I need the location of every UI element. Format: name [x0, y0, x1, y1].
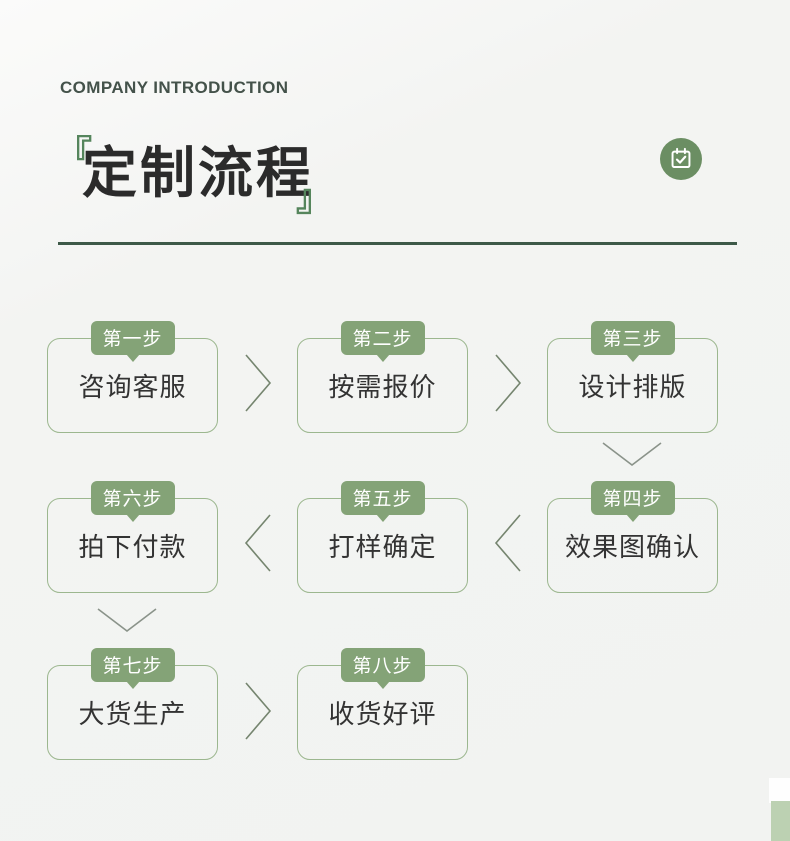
close-quote-mark: 』 — [296, 177, 333, 218]
step-box-8: 第八步 收货好评 — [297, 648, 468, 760]
step-label: 收货好评 — [297, 665, 468, 760]
calendar-check-icon — [660, 138, 702, 180]
page-title: 定制流程 — [82, 142, 315, 204]
chevron-right-icon — [243, 680, 273, 747]
step-badge: 第三步 — [590, 321, 675, 355]
chevron-left-icon — [493, 512, 523, 579]
step-label: 按需报价 — [297, 338, 468, 433]
chevron-down-icon — [95, 606, 159, 639]
section-eyebrow: COMPANY INTRODUCTION — [60, 78, 289, 97]
step-box-7: 第七步 大货生产 — [47, 648, 218, 760]
chevron-right-icon — [243, 352, 273, 419]
step-badge: 第五步 — [340, 481, 425, 515]
step-badge: 第六步 — [90, 481, 175, 515]
step-badge: 第一步 — [90, 321, 175, 355]
step-label: 打样确定 — [297, 498, 468, 593]
chevron-down-icon — [600, 440, 664, 473]
step-badge: 第七步 — [90, 648, 175, 682]
section-divider — [58, 242, 737, 245]
step-box-6: 第六步 拍下付款 — [47, 481, 218, 593]
chevron-right-icon — [493, 352, 523, 419]
step-box-5: 第五步 打样确定 — [297, 481, 468, 593]
next-section-gap — [769, 778, 790, 803]
chevron-left-icon — [243, 512, 273, 579]
step-box-2: 第二步 按需报价 — [297, 321, 468, 433]
step-badge: 第四步 — [590, 481, 675, 515]
step-badge: 第二步 — [340, 321, 425, 355]
step-box-4: 第四步 效果图确认 — [547, 481, 718, 593]
step-box-3: 第三步 设计排版 — [547, 321, 718, 433]
open-quote-mark: 『 — [56, 133, 93, 174]
next-section-edge — [771, 801, 790, 841]
step-badge: 第八步 — [340, 648, 425, 682]
step-box-1: 第一步 咨询客服 — [47, 321, 218, 433]
